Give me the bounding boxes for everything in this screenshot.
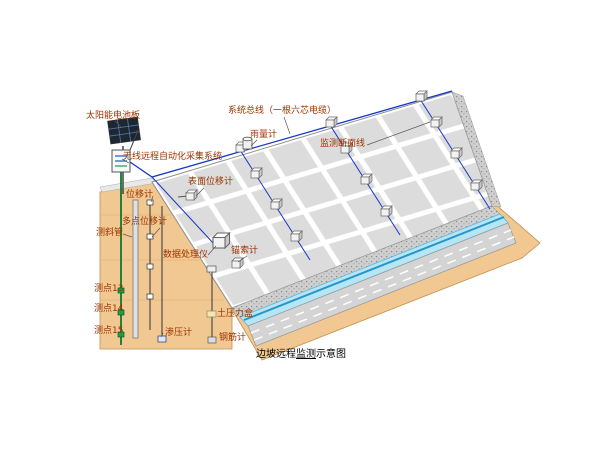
instrument-cube xyxy=(415,90,428,102)
measuring-point-15-marker xyxy=(117,331,125,338)
label-point-14: 测点14 xyxy=(94,304,124,314)
wireless-station-icon xyxy=(111,130,139,173)
instrument-cube xyxy=(380,205,393,217)
drainage-water-line xyxy=(243,216,505,321)
earth-pressure-cell-box xyxy=(206,310,217,318)
instrument-cube xyxy=(470,179,483,191)
system-bus-cable xyxy=(129,90,453,245)
label-earth-pressure-cell: 土压力盒 xyxy=(217,309,254,319)
label-system-bus: 系统总线（一根六芯电缆） xyxy=(228,106,337,116)
instrument-cube xyxy=(325,116,338,128)
caption-text-post: 示意图 xyxy=(316,349,346,360)
displacement-sensor-box xyxy=(146,199,154,206)
instrument-cube xyxy=(450,147,463,159)
measuring-point-14-marker xyxy=(117,309,125,316)
label-solar-panel: 太阳能电池板 xyxy=(86,111,141,121)
instrument-cube xyxy=(250,167,263,179)
surface-displacement-icon xyxy=(185,189,198,201)
instrument-cube xyxy=(270,198,283,210)
label-rain-gauge: 雨量计 xyxy=(250,130,278,140)
diagram-caption: 边坡远程监测示意图 xyxy=(256,345,346,360)
label-wireless-station: 无线远程自动化采集系统 xyxy=(123,152,223,162)
label-displacement: 位移计 xyxy=(126,190,154,200)
multipoint-anchor-box xyxy=(146,293,154,300)
inclinometer-tube-shape xyxy=(132,199,139,339)
caption-text-pre: 边坡远程 xyxy=(256,349,296,360)
leader-lines xyxy=(114,116,431,338)
multipoint-anchor-box xyxy=(146,233,154,240)
label-rebar-meter: 钢筋计 xyxy=(219,333,247,343)
green-sensor-cable xyxy=(117,172,125,345)
label-data-processor: 数据处理仪 xyxy=(163,250,209,260)
measuring-point-13-marker xyxy=(117,287,125,294)
rain-gauge-icon xyxy=(242,136,253,150)
label-inclinometer-tube: 测斜管 xyxy=(96,228,124,238)
label-multipoint-displacement: 多点位移计 xyxy=(122,217,168,227)
seepage-meter-box xyxy=(157,335,167,343)
caption-text-underlined: 监测 xyxy=(296,349,316,360)
label-section-line: 监测断面线 xyxy=(320,139,366,149)
data-processor-icon xyxy=(212,232,231,249)
slope-right-edge xyxy=(451,91,502,208)
instrument-cube xyxy=(360,173,373,185)
label-anchor-meter: 锚索计 xyxy=(231,246,259,256)
instrument-cube xyxy=(290,230,303,242)
instrument-cube xyxy=(430,116,443,128)
label-point-13: 测点13 xyxy=(94,284,124,294)
label-seepage-meter: 渗压计 xyxy=(165,328,193,338)
anchor-borehole-head xyxy=(206,265,217,273)
multipoint-anchor-box xyxy=(146,263,154,270)
antenna-icon xyxy=(129,132,138,151)
label-surface-displacement: 表面位移计 xyxy=(188,177,234,187)
slope-instrument-cubes xyxy=(177,90,483,269)
boreholes xyxy=(132,199,217,344)
rebar-meter-box xyxy=(207,336,217,344)
label-point-15: 测点15 xyxy=(94,326,124,336)
